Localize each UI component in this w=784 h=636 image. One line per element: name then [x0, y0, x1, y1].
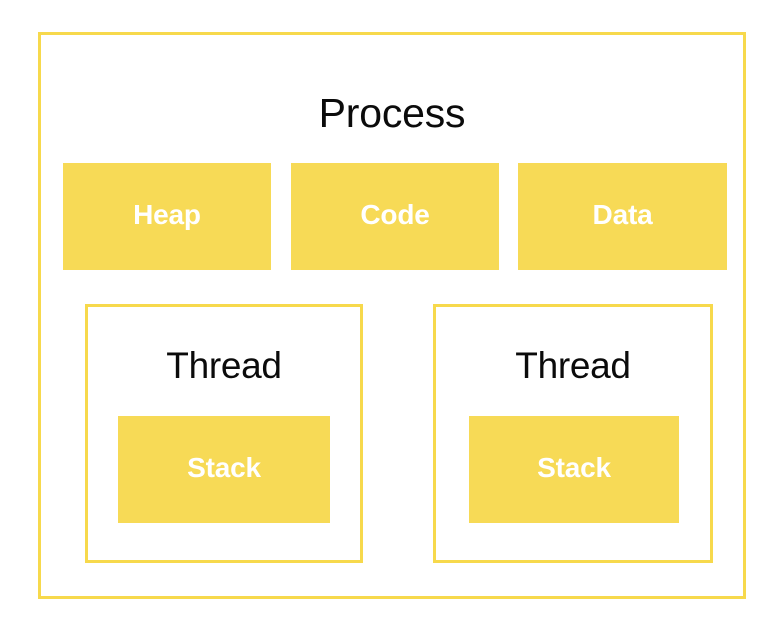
thread-container-2: Thread Stack — [433, 304, 713, 563]
segment-label-heap: Heap — [133, 199, 201, 230]
thread-stack-1: Stack — [118, 416, 330, 523]
segment-label-code: Code — [360, 199, 430, 230]
process-segment-code: Code — [291, 163, 499, 270]
process-segment-heap: Heap — [63, 163, 271, 270]
thread-title-1: Thread — [166, 345, 282, 386]
process-container: Process Heap Code Data Thread Stack Thre… — [38, 32, 746, 599]
thread-container-1: Thread Stack — [85, 304, 363, 563]
stack-label-2: Stack — [537, 452, 611, 483]
stack-label-1: Stack — [187, 452, 261, 483]
process-segment-data: Data — [518, 163, 727, 270]
process-title: Process — [318, 90, 466, 136]
segment-label-data: Data — [592, 199, 653, 230]
thread-title-2: Thread — [515, 345, 631, 386]
thread-stack-2: Stack — [469, 416, 679, 523]
